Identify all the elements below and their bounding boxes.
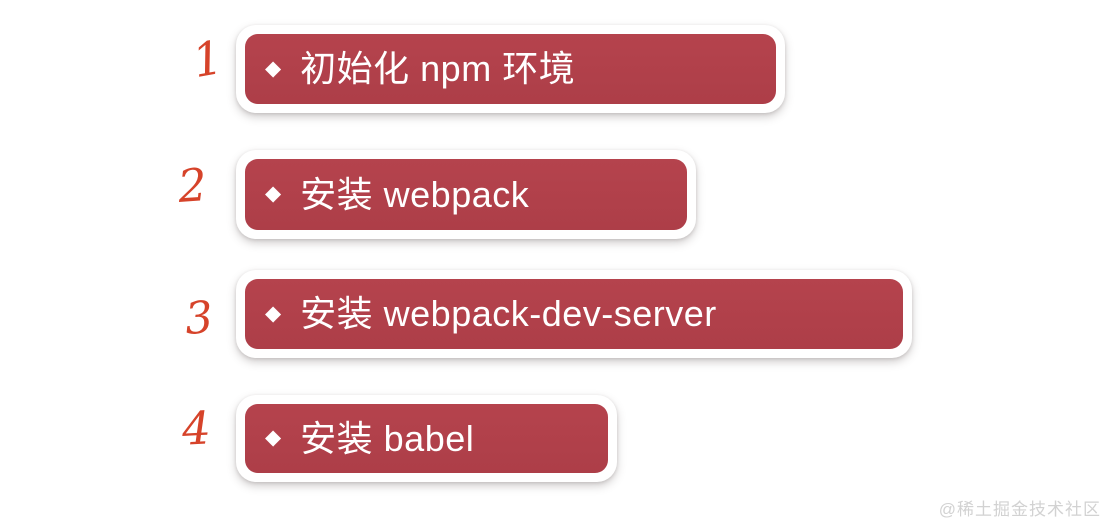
step-card-2-label: 安装 webpack [300,173,530,215]
step-card-1[interactable]: ◆ 初始化 npm 环境 [236,25,785,113]
step-card-3-inner: ◆ 安装 webpack-dev-server [245,279,903,349]
watermark: @稀土掘金技术社区 [938,500,1101,519]
diamond-bullet-icon: ◆ [265,182,282,205]
step-number-1: 1 [188,29,227,89]
step-number-4: 4 [180,401,213,456]
step-card-2[interactable]: ◆ 安装 webpack [236,150,696,239]
diamond-bullet-icon: ◆ [265,426,282,449]
step-number-3: 3 [182,291,216,346]
step-card-4-label: 安装 babel [300,417,475,459]
step-card-1-inner: ◆ 初始化 npm 环境 [245,34,776,104]
step-card-4[interactable]: ◆ 安装 babel [236,395,617,482]
step-card-2-inner: ◆ 安装 webpack [245,159,687,230]
step-card-3-label: 安装 webpack-dev-server [300,293,717,335]
step-number-2: 2 [176,158,209,213]
step-card-4-inner: ◆ 安装 babel [245,404,608,473]
diamond-bullet-icon: ◆ [265,56,282,80]
step-card-3[interactable]: ◆ 安装 webpack-dev-server [236,270,912,358]
diamond-bullet-icon: ◆ [265,301,282,325]
step-card-1-label: 初始化 npm 环境 [300,48,576,90]
